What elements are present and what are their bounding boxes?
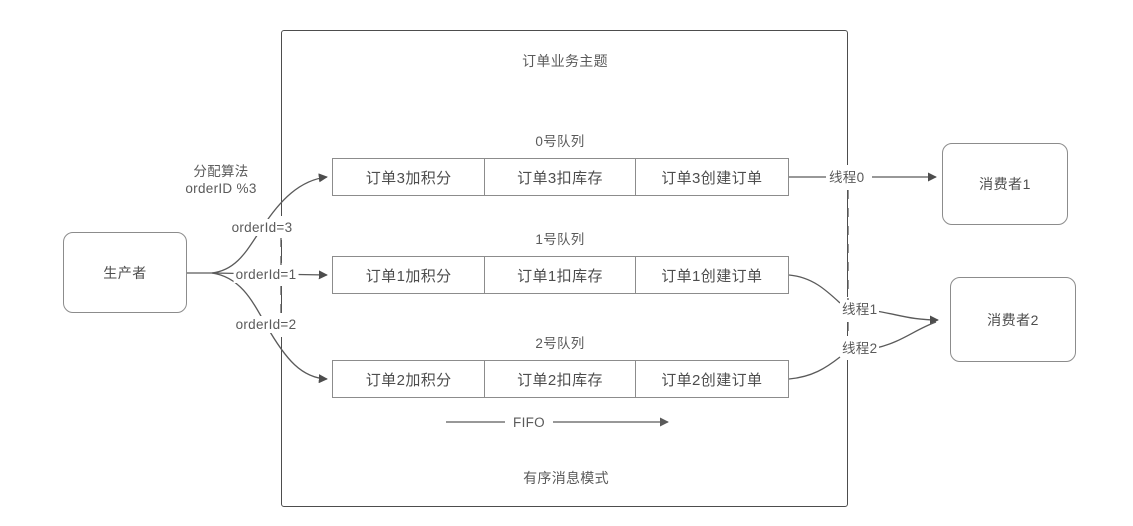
queue-row-2[interactable]: 订单2加积分 订单2扣库存 订单2创建订单	[332, 360, 789, 398]
consumer-node-1[interactable]: 消费者1	[942, 143, 1068, 225]
thread-edge-label-0: 线程0	[827, 169, 867, 186]
queue-cell[interactable]: 订单2创建订单	[661, 371, 763, 389]
producer-node[interactable]: 生产者	[63, 232, 187, 313]
queue-name-2: 2号队列	[535, 336, 585, 351]
fifo-label: FIFO	[511, 414, 547, 431]
consumer-label-2: 消费者2	[987, 311, 1039, 328]
queue-row-1[interactable]: 订单1加积分 订单1扣库存 订单1创建订单	[332, 256, 789, 294]
dispatch-algorithm-label: 分配算法 orderID %3	[185, 163, 256, 197]
footer-mode-label: 有序消息模式	[523, 470, 609, 486]
queue-cell[interactable]: 订单3创建订单	[661, 169, 763, 187]
queue-name-0: 0号队列	[535, 134, 585, 149]
dispatch-algorithm-line1: 分配算法	[193, 164, 249, 179]
queue-cell[interactable]: 订单1创建订单	[661, 267, 763, 285]
queue-cell[interactable]: 订单3加积分	[333, 159, 486, 195]
topic-title: 订单业务主题	[522, 53, 608, 69]
consumer-node-2[interactable]: 消费者2	[950, 277, 1076, 362]
thread-edge-label-2: 线程2	[840, 340, 880, 357]
queue-cell[interactable]: 订单3扣库存	[485, 159, 636, 195]
order-edge-label-2: orderId=2	[233, 316, 299, 333]
queue-cell[interactable]: 订单1加积分	[333, 257, 486, 293]
queue-cell[interactable]: 订单2扣库存	[485, 361, 636, 397]
producer-label: 生产者	[103, 264, 147, 281]
dispatch-algorithm-line2: orderID %3	[185, 181, 257, 196]
order-edge-label-3: orderId=3	[229, 219, 295, 236]
consumer-label-1: 消费者1	[979, 176, 1031, 192]
queue-cell[interactable]: 订单1扣库存	[485, 257, 636, 293]
queue-row-0[interactable]: 订单3加积分 订单3扣库存 订单3创建订单	[332, 158, 789, 196]
queue-name-1: 1号队列	[535, 232, 585, 247]
queue-cell[interactable]: 订单2加积分	[333, 361, 486, 397]
order-edge-label-1: orderId=1	[233, 266, 299, 283]
thread-edge-label-1: 线程1	[840, 301, 880, 318]
